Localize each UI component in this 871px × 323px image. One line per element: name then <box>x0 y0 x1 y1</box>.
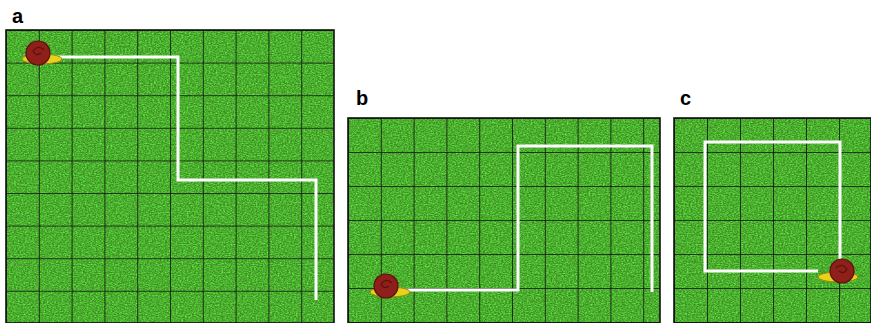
panel-letter: a <box>12 6 23 26</box>
panel-letter: b <box>356 88 368 108</box>
panel-letter: c <box>680 88 691 108</box>
